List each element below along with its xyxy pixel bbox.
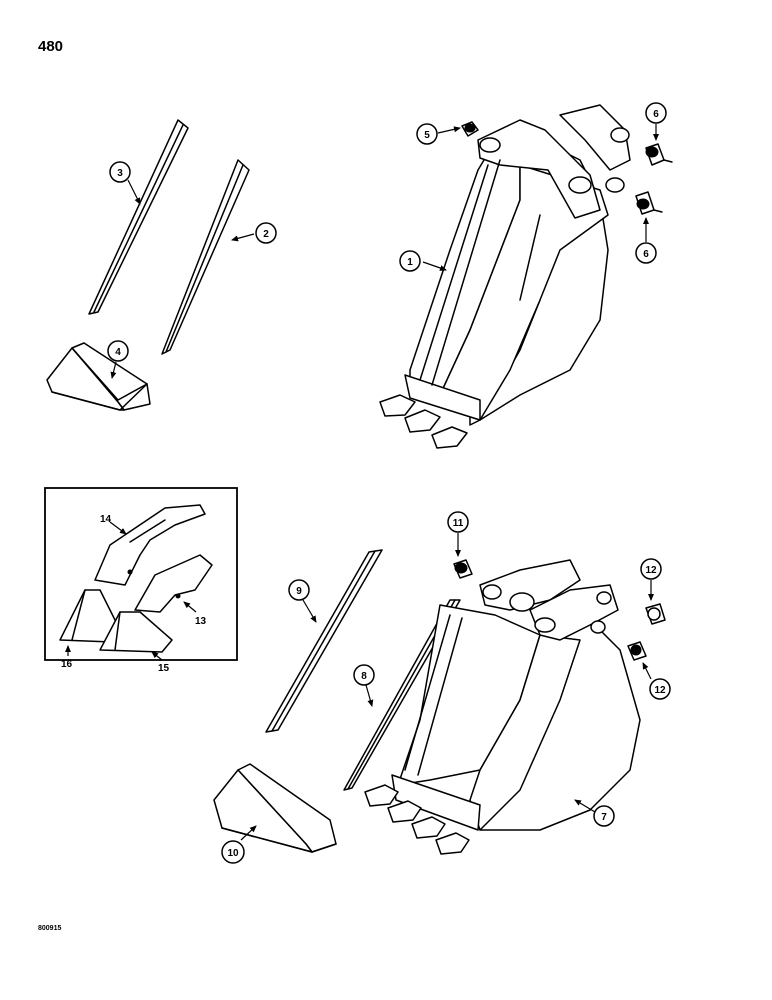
- label-13: 13: [195, 616, 207, 627]
- callout-4: 4: [107, 340, 129, 362]
- callout-6-upper: 6: [645, 102, 667, 124]
- svg-text:12: 12: [645, 565, 657, 576]
- callout-2: 2: [255, 222, 277, 244]
- svg-text:10: 10: [227, 848, 239, 859]
- label-16: 16: [61, 659, 73, 670]
- svg-text:7: 7: [601, 812, 607, 823]
- callout-7: 7: [593, 805, 615, 827]
- wear-plate-part-10: [213, 763, 337, 853]
- callout-12-lower: 12: [649, 678, 671, 700]
- bushing-part-11: [453, 559, 473, 579]
- svg-text:4: 4: [115, 347, 121, 358]
- svg-text:12: 12: [654, 685, 666, 696]
- label-14: 14: [100, 514, 112, 525]
- bushing-part-12-lower: [627, 641, 647, 661]
- wear-strip-part-9: [265, 549, 383, 733]
- bushing-part-12-upper: [645, 603, 666, 625]
- callout-11: 11: [447, 511, 469, 533]
- bushing-part-6-upper: [645, 143, 673, 166]
- bucket-part-7: [364, 559, 641, 855]
- bushing-part-6-lower: [635, 191, 663, 215]
- callout-1: 1: [399, 250, 421, 272]
- callout-5: 5: [416, 123, 438, 145]
- wear-strip-part-3: [88, 119, 189, 315]
- svg-text:6: 6: [653, 109, 659, 120]
- adapter-part-14: [94, 504, 206, 586]
- svg-text:6: 6: [643, 249, 649, 260]
- wear-strip-part-2: [161, 159, 250, 355]
- callout-8: 8: [353, 664, 375, 686]
- svg-text:3: 3: [117, 168, 123, 179]
- bucket-part-1: [379, 104, 631, 449]
- svg-text:5: 5: [424, 130, 430, 141]
- callout-10: 10: [221, 840, 245, 864]
- document-code: 800915: [38, 925, 62, 932]
- label-15: 15: [158, 663, 170, 674]
- svg-text:1: 1: [407, 257, 413, 268]
- callout-3: 3: [109, 161, 131, 183]
- callout-12-upper: 12: [640, 558, 662, 580]
- tooth-part-16: [59, 589, 121, 643]
- page-number: 480: [38, 38, 64, 55]
- bushing-part-5: [461, 121, 479, 137]
- wear-plate-part-4: [46, 342, 151, 411]
- leader-lines: [65, 124, 659, 841]
- callout-6-lower: 6: [635, 242, 657, 264]
- callout-9: 9: [288, 579, 310, 601]
- svg-text:2: 2: [263, 229, 269, 240]
- svg-text:11: 11: [453, 518, 464, 529]
- adapter-part-13: [134, 554, 213, 613]
- svg-text:8: 8: [361, 671, 367, 682]
- svg-text:9: 9: [296, 586, 302, 597]
